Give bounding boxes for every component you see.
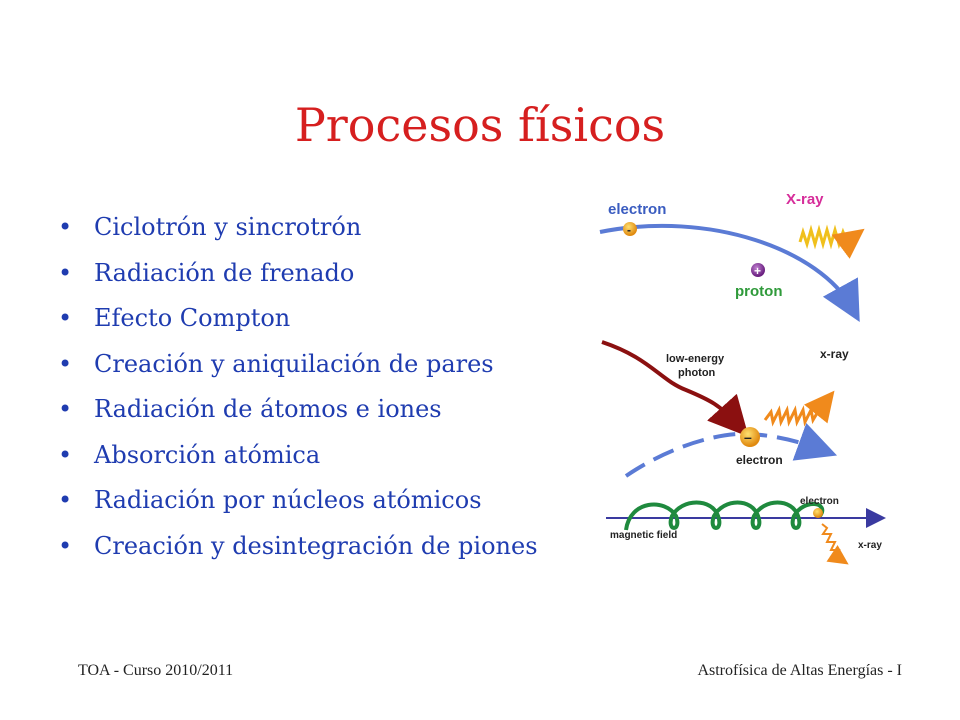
scattered-xray-wave (763, 390, 835, 427)
compton-panel: low-energy photon x-ray – electron (601, 340, 849, 478)
xray-label: x-ray (858, 540, 882, 551)
xray-label: x-ray (820, 347, 849, 361)
proton-sign: + (754, 264, 761, 278)
list-item: • Radiación por núcleos atómicos (58, 486, 538, 532)
xray-label: X-ray (786, 191, 824, 208)
electron-label: electron (736, 453, 783, 467)
emitted-xray-wave (821, 523, 849, 565)
list-item: • Creación y desintegración de piones (58, 532, 538, 578)
magnetic-field-label: magnetic field (610, 530, 677, 541)
xray-wave (798, 224, 865, 259)
electron-label: electron (608, 201, 666, 218)
electron-trajectory (624, 423, 838, 478)
list-item: • Creación y aniquilación de pares (58, 350, 538, 396)
bullet-text: Creación y desintegración de piones (94, 531, 538, 560)
bullet-dot: • (58, 440, 73, 469)
footer-course: TOA - Curso 2010/2011 (78, 662, 234, 679)
list-item: • Absorción atómica (58, 441, 538, 487)
electron-label: electron (800, 496, 839, 507)
list-item: • Radiación de frenado (58, 259, 538, 305)
electron-icon (623, 222, 637, 236)
list-item: • Radiación de átomos e iones (58, 395, 538, 441)
bullet-dot: • (58, 486, 73, 514)
electron-icon (813, 508, 823, 518)
electron-icon (740, 427, 760, 447)
bullet-text: Absorción atómica (94, 440, 321, 469)
bullet-dot: • (58, 258, 73, 287)
proton-icon (751, 263, 765, 277)
electron-spiral (624, 500, 825, 531)
bullet-text: Ciclotrón y sincrotrón (94, 213, 362, 241)
bullet-list: • Ciclotrón y sincrotrón • Radiación de fr… (58, 213, 538, 577)
radiation-processes-diagram: electron - + proton X-ray low-energy pho… (599, 191, 886, 565)
photon-label-line2: photon (678, 367, 716, 379)
electron-sign: – (744, 429, 752, 445)
bullet-dot: • (58, 395, 73, 423)
bullet-text: Efecto Compton (94, 304, 291, 332)
bullet-text: Radiación de frenado (94, 258, 355, 287)
bullet-text: Radiación de átomos e iones (94, 395, 442, 423)
bullet-dot: • (58, 304, 73, 332)
bullet-dot: • (58, 531, 73, 560)
electron-path (599, 223, 860, 323)
bullet-dot: • (58, 349, 73, 378)
photon-label-line1: low-energy (666, 353, 725, 365)
slide-title: Procesos físicos (294, 98, 666, 152)
list-item: • Efecto Compton (58, 304, 538, 350)
bremsstrahlung-panel: electron - + proton X-ray (599, 191, 865, 323)
photon-path (601, 340, 749, 437)
bullet-text: Radiación por núcleos atómicos (94, 486, 482, 514)
footer-subject: Astrofísica de Altas Energías - I (697, 662, 902, 679)
synchrotron-panel: electron magnetic field x-ray (606, 496, 886, 565)
list-item: • Ciclotrón y sincrotrón (58, 213, 538, 259)
bullet-text: Creación y aniquilación de pares (94, 349, 494, 378)
proton-label: proton (735, 283, 782, 300)
electron-sign: - (627, 223, 631, 237)
bullet-dot: • (58, 213, 73, 241)
